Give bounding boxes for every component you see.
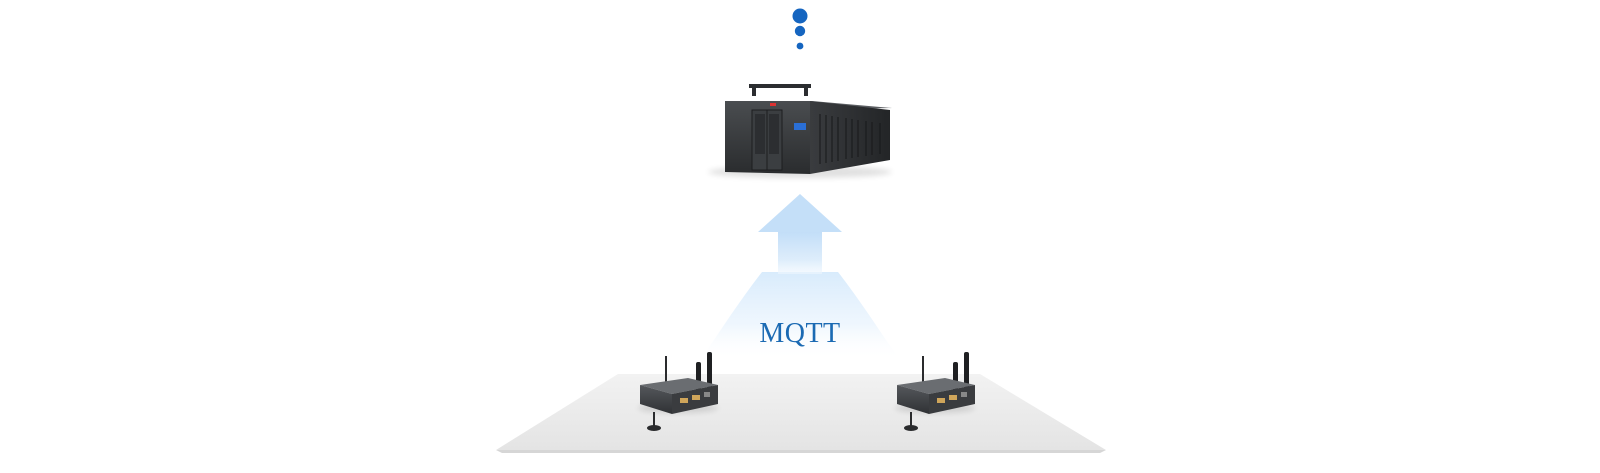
vertical-dots-icon (792, 8, 808, 50)
data-center-icon (708, 84, 892, 178)
ground-platform (496, 374, 1106, 453)
router-icon (895, 352, 975, 431)
upload-arrow-icon (700, 194, 900, 360)
protocol-label: MQTT (759, 318, 841, 349)
router-icon (638, 352, 718, 431)
